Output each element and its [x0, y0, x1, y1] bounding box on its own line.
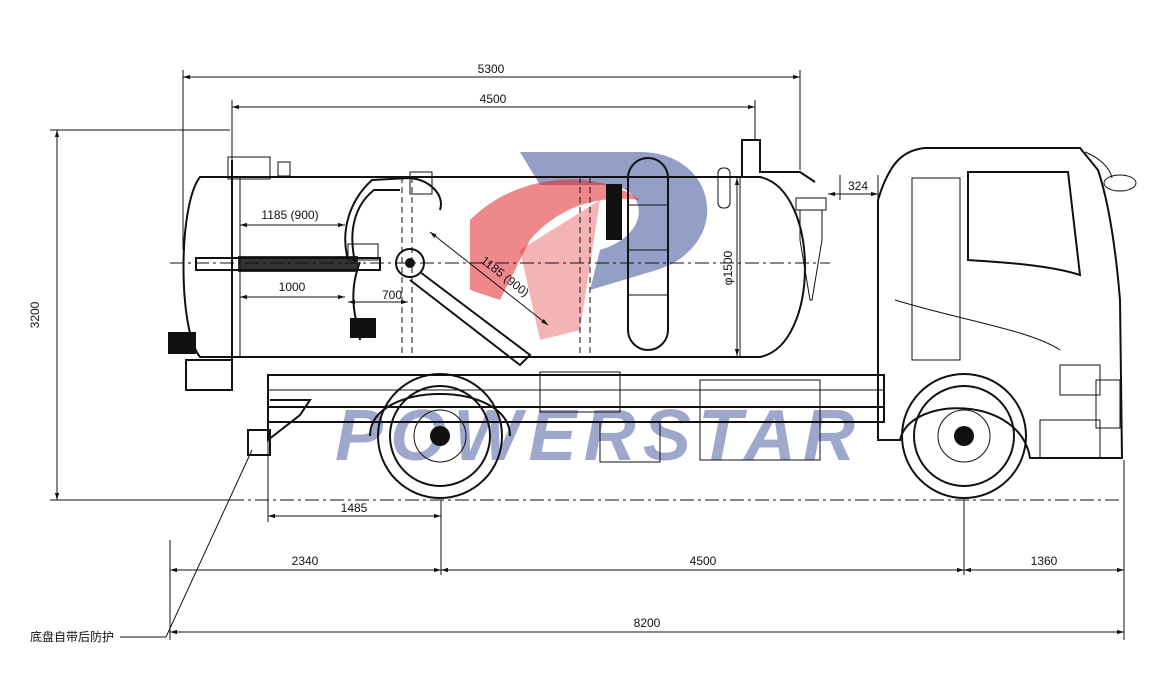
dimension-overall-upper: 5300: [182, 62, 801, 250]
dim-8200-label: 8200: [634, 616, 661, 630]
dimension-cab-gap: 324: [828, 175, 879, 200]
chassis-frame: [247, 371, 885, 463]
dim-700-label: 700: [382, 288, 402, 302]
dimension-overall-height: 3200: [28, 129, 235, 501]
powerstar-logo-watermark: POWERSTAR: [335, 152, 855, 476]
rear-wheel: [369, 373, 511, 499]
front-wheel: [901, 373, 1027, 499]
dimension-overhangs-wheelbase: 2340 4500 1360: [169, 460, 1125, 640]
dimension-inner-pipe: 1185 (900): [240, 208, 345, 228]
watermark-text: POWERSTAR: [335, 396, 855, 476]
rear-guard-label: 底盘自带后防护: [30, 629, 114, 644]
dimension-overall-length: 8200: [170, 616, 1124, 635]
dim-1185-inner-label: 1185 (900): [261, 208, 318, 222]
dim-4500-lower-label: 4500: [690, 554, 717, 568]
dim-1360-label: 1360: [1031, 554, 1058, 568]
dim-324-label: 324: [848, 179, 868, 193]
rear-guard-note: 底盘自带后防护: [30, 449, 253, 644]
dimension-rear-offset: 1000: [240, 280, 345, 300]
dim-3200-label: 3200: [28, 301, 42, 328]
dim-2340-label: 2340: [292, 554, 319, 568]
truck-cab: [877, 147, 1137, 459]
dimension-hinge-offset: 700: [348, 288, 408, 305]
dimension-rear-axle-offset: 1485: [267, 440, 442, 575]
dim-diameter-label: φ1500: [721, 250, 735, 285]
dim-4500-upper-label: 4500: [480, 92, 507, 106]
dim-5300-label: 5300: [478, 62, 505, 76]
dimension-tank-diameter: φ1500: [721, 178, 740, 356]
dimension-tank-length: 4500: [231, 92, 756, 160]
dim-1485-label: 1485: [341, 501, 368, 515]
dim-1000-label: 1000: [279, 280, 306, 294]
